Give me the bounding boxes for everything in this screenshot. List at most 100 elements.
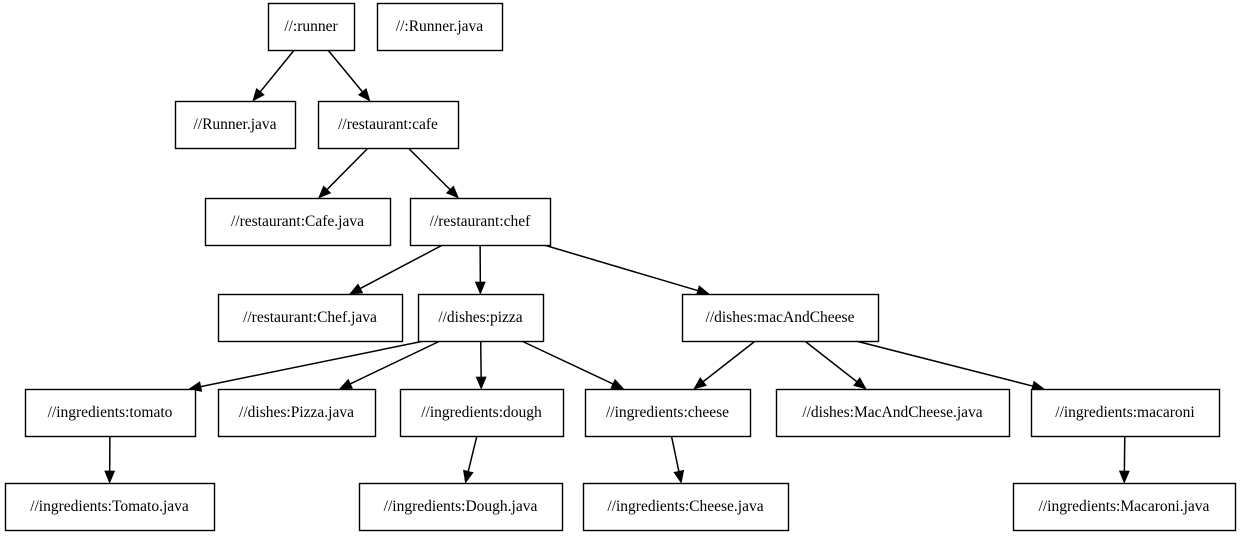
edge-line — [855, 340, 1033, 387]
node-box[interactable] — [204, 197, 392, 247]
node-box[interactable] — [399, 388, 565, 438]
graph-node[interactable]: //ingredients:tomato — [24, 388, 197, 438]
edge-line — [259, 49, 295, 93]
graph-edge — [327, 49, 371, 102]
graph-node[interactable]: //dishes:MacAndCheese.java — [775, 388, 1011, 438]
arrowhead-icon — [673, 469, 685, 484]
node-box[interactable] — [1012, 482, 1237, 532]
graph-node[interactable]: //Runner.java — [174, 100, 297, 150]
graph-node[interactable]: //dishes:pizza — [417, 293, 545, 343]
graph-node[interactable]: //restaurant:Cafe.java — [204, 197, 392, 247]
arrowhead-icon — [349, 283, 364, 295]
node-box[interactable] — [376, 2, 504, 52]
edge-line — [200, 340, 425, 388]
node-label: //restaurant:Cafe.java — [231, 213, 364, 230]
edge-line — [521, 340, 614, 385]
graph-node[interactable]: //ingredients:cheese — [584, 388, 752, 438]
graph-node[interactable]: //dishes:macAndCheese — [681, 293, 880, 343]
node-label: //:runner — [284, 18, 338, 35]
node-label: //ingredients:dough — [421, 404, 542, 421]
graph-node[interactable]: //:runner — [267, 2, 356, 52]
graph-node[interactable]: //ingredients:Tomato.java — [4, 482, 216, 532]
graph-edge — [474, 244, 486, 295]
node-label: //dishes:MacAndCheese.java — [802, 404, 982, 421]
arrowhead-icon — [474, 281, 486, 295]
node-label: //Runner.java — [193, 116, 276, 133]
node-box[interactable] — [217, 293, 404, 343]
graph-edge — [670, 435, 685, 484]
node-label: //ingredients:macaroni — [1055, 404, 1195, 421]
node-label: //dishes:macAndCheese — [706, 309, 855, 326]
edge-line — [702, 340, 756, 383]
node-label: //restaurant:Chef.java — [243, 309, 377, 326]
graph-node[interactable]: //:Runner.java — [376, 2, 504, 52]
graph-node[interactable]: //ingredients:Macaroni.java — [1012, 482, 1237, 532]
graph-edge — [804, 340, 867, 390]
graph-edge — [1118, 435, 1130, 484]
arrowhead-icon — [357, 88, 371, 102]
graph-node[interactable]: //restaurant:Chef.java — [217, 293, 404, 343]
arrowhead-icon — [693, 377, 707, 390]
edge-line — [804, 340, 858, 383]
arrowhead-icon — [318, 185, 332, 199]
graph-edge — [475, 340, 487, 390]
edge-line — [670, 435, 680, 472]
graph-node[interactable]: //ingredients:dough — [399, 388, 565, 438]
arrowhead-icon — [463, 469, 474, 484]
node-label: //ingredients:Macaroni.java — [1039, 498, 1210, 515]
graph-edge — [252, 49, 295, 102]
node-box[interactable] — [317, 100, 460, 150]
graph-edge — [338, 340, 441, 390]
node-box[interactable] — [417, 293, 545, 343]
graph-node[interactable]: //ingredients:Cheese.java — [582, 482, 790, 532]
graph-edge — [318, 147, 369, 199]
node-label: //dishes:pizza — [438, 309, 522, 326]
node-label: //restaurant:cafe — [338, 116, 438, 133]
edge-layer — [104, 49, 1130, 484]
node-label: //ingredients:Dough.java — [384, 498, 538, 515]
node-box[interactable] — [174, 100, 297, 150]
graph-edge — [463, 435, 478, 484]
graph-node[interactable]: //restaurant:chef — [409, 197, 552, 247]
node-box[interactable] — [4, 482, 216, 532]
edge-line — [467, 435, 478, 472]
node-box[interactable] — [267, 2, 356, 52]
edge-line — [326, 147, 369, 190]
arrowhead-icon — [475, 376, 487, 390]
graph-node[interactable]: //ingredients:macaroni — [1030, 388, 1221, 438]
node-box[interactable] — [217, 388, 377, 438]
edge-line — [543, 244, 698, 292]
node-label: //restaurant:chef — [430, 213, 532, 230]
node-label: //ingredients:cheese — [606, 404, 729, 421]
graph-edge — [104, 435, 116, 484]
node-box[interactable] — [775, 388, 1011, 438]
arrowhead-icon — [610, 378, 625, 390]
edge-line — [360, 244, 443, 290]
node-box[interactable] — [358, 482, 564, 532]
node-label: //ingredients:Cheese.java — [607, 498, 763, 515]
arrowhead-icon — [104, 470, 116, 484]
edge-line — [407, 147, 451, 191]
arrowhead-icon — [252, 88, 265, 102]
graph-edge — [349, 244, 443, 295]
node-label: //ingredients:Tomato.java — [30, 498, 189, 515]
node-box[interactable] — [582, 482, 790, 532]
node-layer: //:runner //:Runner.java //Runner.java //re… — [4, 2, 1237, 532]
graph-edge — [855, 340, 1046, 392]
graph-edge — [543, 244, 710, 296]
node-box[interactable] — [681, 293, 880, 343]
graph-node[interactable]: //dishes:Pizza.java — [217, 388, 377, 438]
node-label: //ingredients:tomato — [48, 404, 173, 421]
arrowhead-icon — [445, 185, 460, 199]
graph-edge — [407, 147, 460, 199]
node-box[interactable] — [584, 388, 752, 438]
node-box[interactable] — [409, 197, 552, 247]
node-box[interactable] — [1030, 388, 1221, 438]
graph-node[interactable]: //restaurant:cafe — [317, 100, 460, 150]
arrowhead-icon — [338, 378, 354, 390]
graph-node[interactable]: //ingredients:Dough.java — [358, 482, 564, 532]
graph-edge — [521, 340, 625, 390]
arrowhead-icon — [1118, 470, 1130, 484]
node-box[interactable] — [24, 388, 197, 438]
